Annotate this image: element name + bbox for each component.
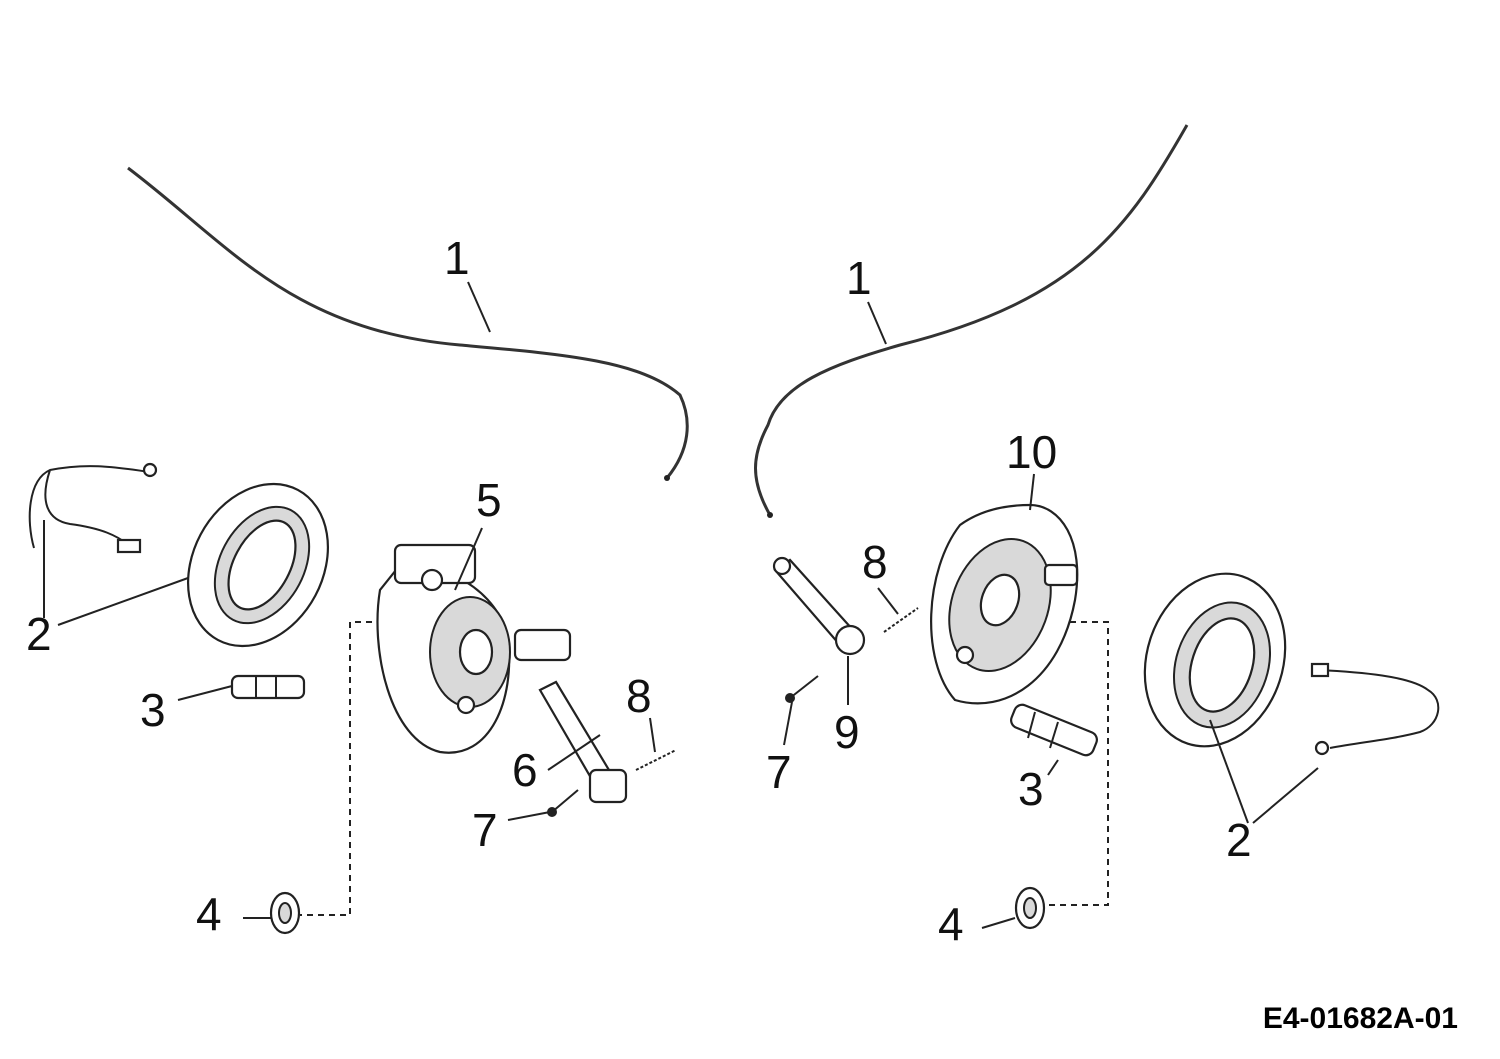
assembly-bracket-right (1014, 621, 1109, 930)
callout-screw-right: 7 (766, 746, 792, 798)
callout-spring-left: 8 (626, 670, 652, 722)
diagram-code: E4-01682A-01 (1263, 1002, 1458, 1035)
spring-left (635, 749, 677, 771)
screw-right (785, 675, 819, 703)
brake-cable-left (127, 166, 689, 481)
callout-shoe-left: 2 (26, 608, 52, 660)
callout-assembly-left: 4 (196, 888, 222, 940)
backplate-left (376, 543, 572, 754)
callout-pin-right: 3 (1018, 763, 1044, 815)
callout-backplate-right: 10 (1006, 426, 1057, 478)
callout-spring-right: 8 (862, 536, 888, 588)
screw-left (547, 789, 579, 817)
brake-shoe-right (1143, 572, 1440, 756)
pin-left (230, 674, 306, 700)
backplate-right (930, 503, 1079, 705)
callout-screw-left: 7 (472, 804, 498, 856)
callout-labels: 1 1 2 2 3 3 4 4 5 6 7 7 8 8 9 10 (26, 232, 1252, 950)
callout-backplate-left: 5 (476, 474, 502, 526)
brake-shoe-left (28, 462, 330, 648)
callout-shoe-right: 2 (1226, 814, 1252, 866)
lever-right (772, 556, 866, 656)
callout-cable-left: 1 (444, 232, 470, 284)
lever-left (538, 680, 628, 804)
callout-lever-right: 9 (834, 706, 860, 758)
callout-pin-left: 3 (140, 684, 166, 736)
callout-cable-right: 1 (846, 252, 872, 304)
assembly-bracket-left (269, 621, 372, 935)
callout-assembly-right: 4 (938, 898, 964, 950)
brake-cable-right (754, 124, 1189, 518)
callout-lever-left: 6 (512, 744, 538, 796)
spring-right (883, 607, 919, 633)
pin-right (1010, 703, 1098, 757)
leader-lines (43, 281, 1319, 929)
